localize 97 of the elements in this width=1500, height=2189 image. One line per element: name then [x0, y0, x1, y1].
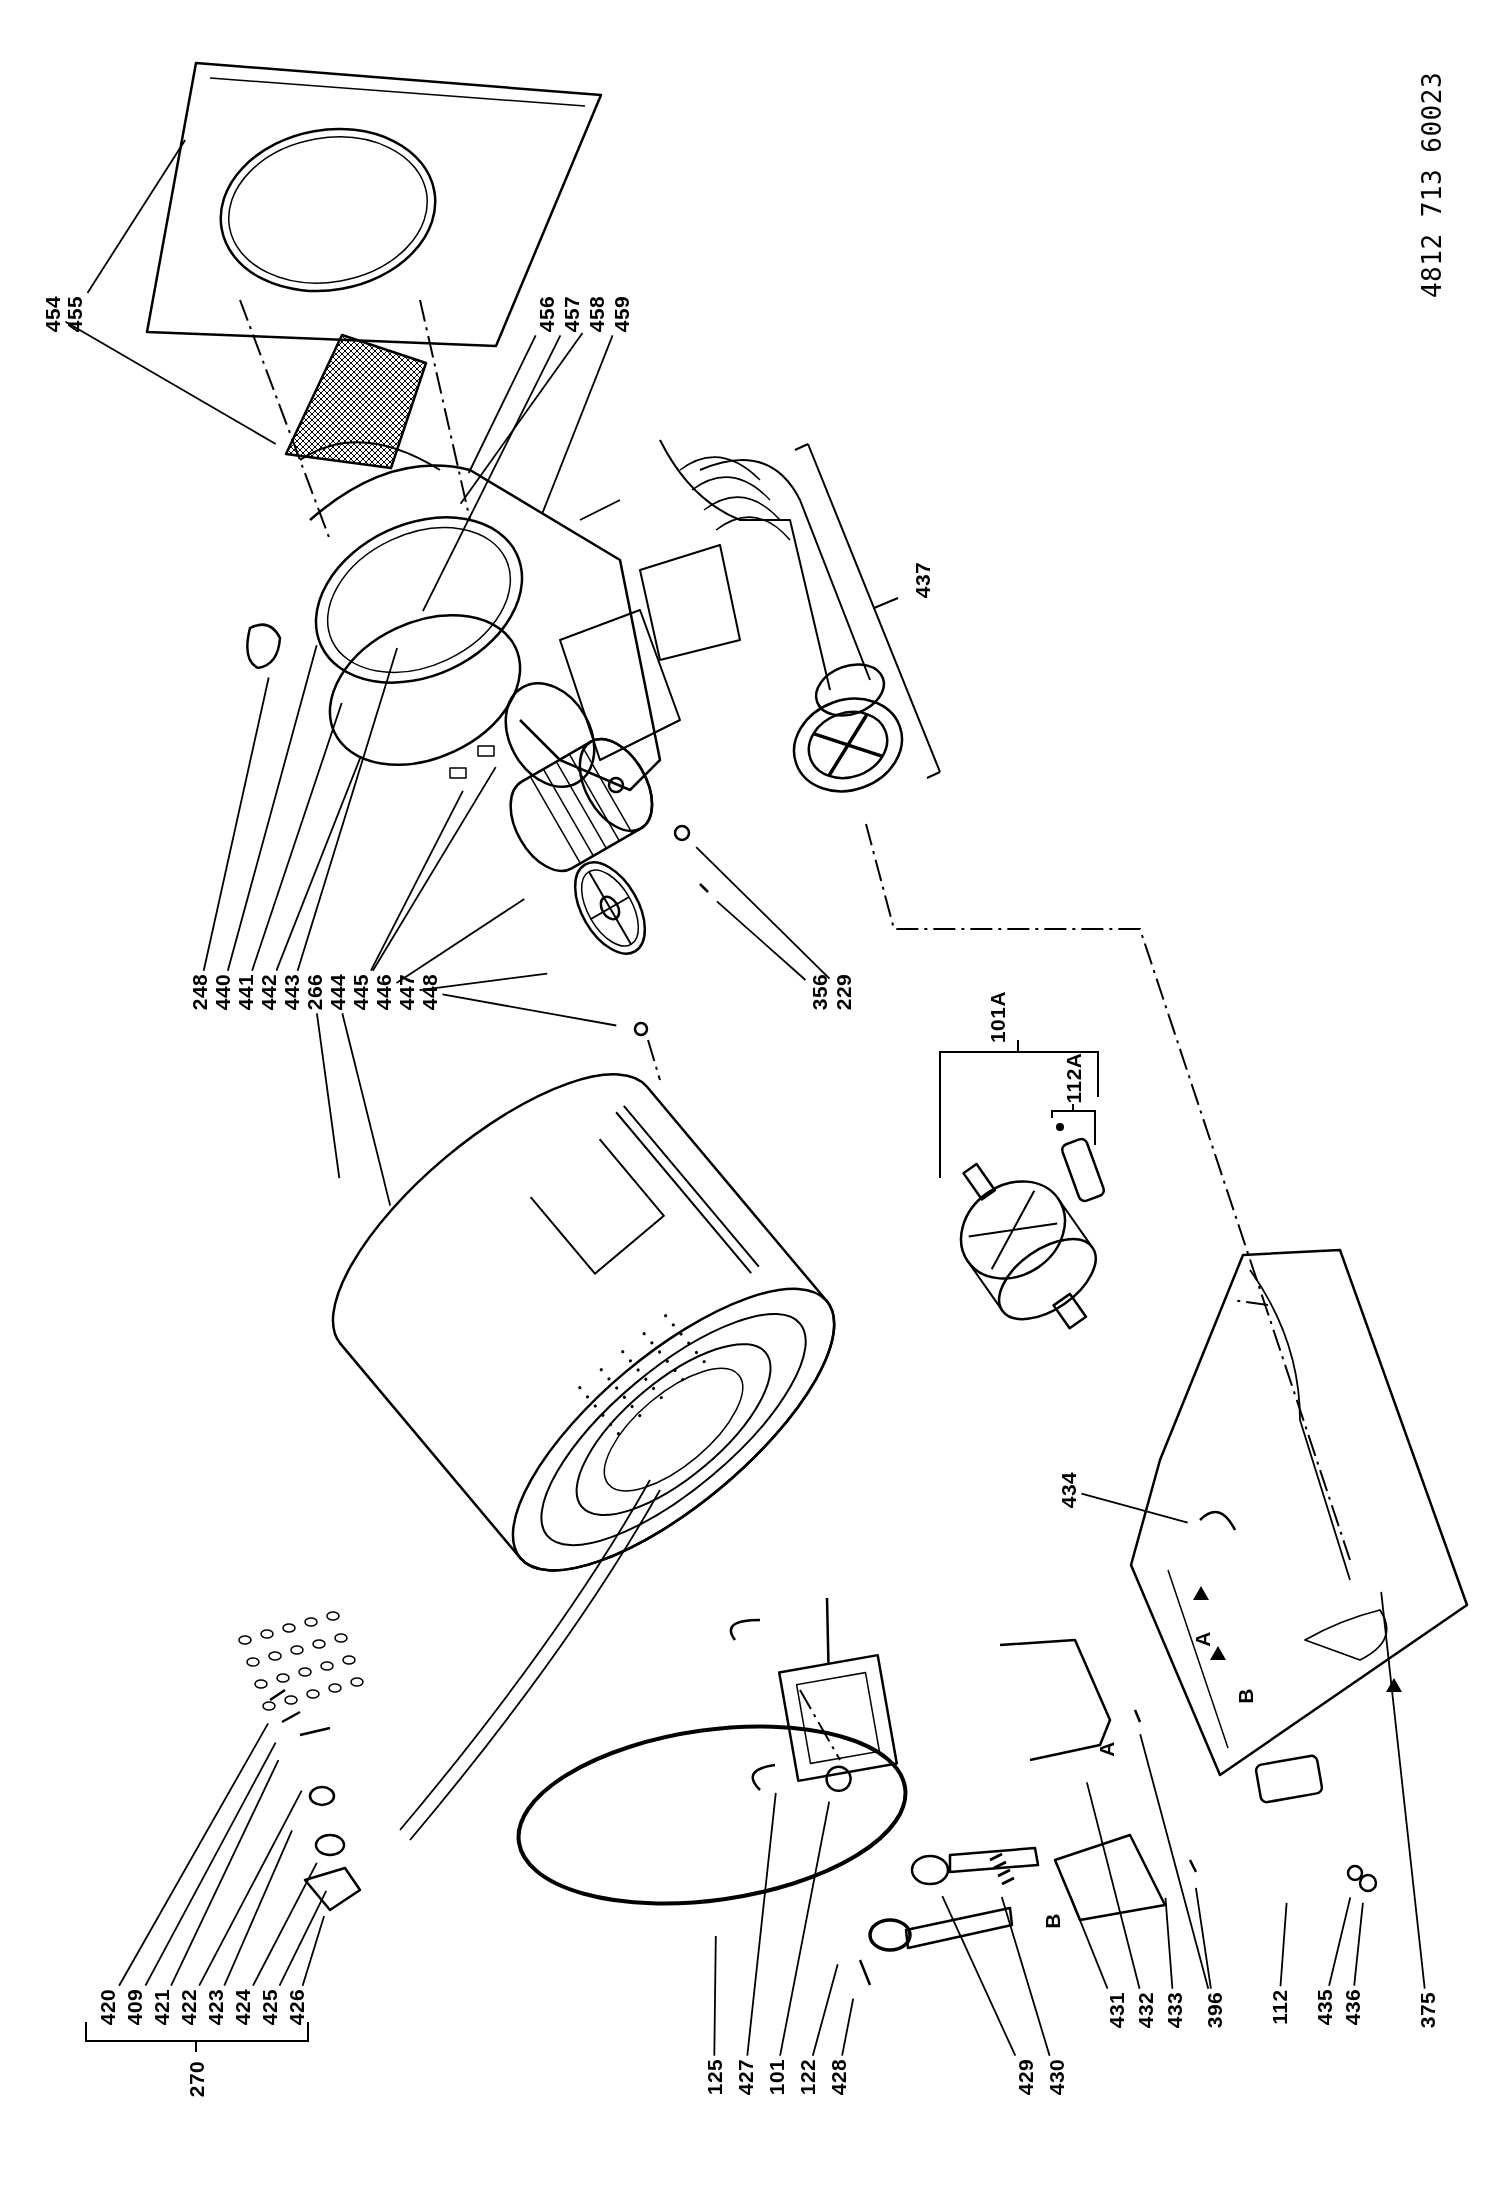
leader-line — [1086, 1781, 1141, 1990]
callout-number: 446 — [372, 973, 394, 1011]
drawing-number: 4812 713 60023 — [1419, 71, 1445, 299]
leader-line — [226, 644, 318, 972]
leader-line — [811, 1963, 839, 2057]
callout-number: 427 — [734, 2058, 756, 2096]
callout-number: 429 — [1014, 2058, 1036, 2096]
leader-line — [841, 1997, 855, 2057]
leader-line — [144, 1741, 277, 1987]
leader-line — [170, 1759, 280, 1987]
callout-number: 459 — [610, 295, 632, 333]
callout-number: 409 — [123, 1988, 145, 2026]
leader-line — [1080, 1492, 1189, 1524]
leader-line — [86, 139, 187, 294]
leader-line — [716, 900, 807, 981]
leader-line — [1353, 1902, 1364, 1987]
callout-number: 266 — [303, 973, 325, 1011]
leader-line — [695, 846, 831, 980]
leader-line — [467, 334, 537, 474]
leader-line — [1000, 1896, 1051, 2057]
leader-line — [941, 1895, 1017, 2057]
leader-line — [202, 676, 270, 972]
callout-number: 425 — [258, 1988, 280, 2026]
leader-line — [1328, 1896, 1352, 1987]
leader-line — [1380, 1591, 1426, 1990]
leader-line — [223, 1829, 293, 1987]
callout-number: 428 — [827, 2058, 849, 2096]
leader-line — [370, 789, 464, 972]
reference-letter: B — [1041, 1913, 1063, 1929]
leader-line — [275, 755, 362, 972]
reference-letter: B — [1234, 1688, 1256, 1704]
leader-line — [198, 1789, 303, 1987]
leader-line — [459, 332, 584, 505]
callout-number: 125 — [703, 2058, 725, 2096]
leader-line — [301, 1915, 325, 1987]
leader-line — [441, 993, 618, 1027]
leader-line — [541, 334, 614, 515]
callout-number: 441 — [234, 973, 256, 1011]
leader-line — [64, 320, 277, 445]
callout-number: 426 — [285, 1988, 307, 2026]
callout-number: 431 — [1105, 1991, 1127, 2029]
callout-number: 424 — [231, 1988, 253, 2026]
callout-number: 122 — [796, 2058, 818, 2096]
leader-line — [713, 1935, 717, 2057]
leader-line — [1139, 1733, 1210, 1990]
callout-number: 445 — [349, 973, 371, 1011]
leader-line — [251, 702, 343, 972]
callout-number: 437 — [911, 561, 933, 599]
callout-number: 443 — [280, 973, 302, 1011]
reference-letter: A — [1095, 1741, 1117, 1757]
callout-number: 112A — [1062, 1052, 1084, 1104]
callout-number: 458 — [585, 295, 607, 333]
callout-number: 423 — [204, 1988, 226, 2026]
callout-number: 112 — [1268, 1989, 1290, 2025]
callout-number: 422 — [177, 1988, 199, 2026]
callout-number: 435 — [1313, 1988, 1335, 2026]
callout-number: 421 — [150, 1988, 172, 2026]
leader-line — [118, 1722, 269, 1987]
callout-number: 442 — [257, 973, 279, 1011]
leader-line — [1164, 1897, 1174, 1990]
leader-line — [746, 1792, 777, 2057]
reference-letter: A — [1191, 1631, 1213, 1647]
leader-line — [395, 898, 526, 984]
callout-number: 433 — [1163, 1991, 1185, 2029]
leader-line — [278, 1890, 328, 1987]
callout-number: 456 — [535, 295, 557, 333]
leader-line — [1279, 1902, 1288, 1988]
leader-line — [341, 1012, 392, 1207]
callout-number: 457 — [560, 295, 582, 333]
callout-number: 356 — [808, 973, 830, 1011]
callout-number: 436 — [1341, 1988, 1363, 2026]
leader-line — [418, 972, 549, 992]
callout-number: 448 — [418, 973, 440, 1011]
leader-line — [296, 647, 398, 972]
callout-number: 420 — [96, 1988, 118, 2026]
callout-number: 248 — [188, 973, 210, 1011]
leader-line — [1195, 1886, 1212, 1990]
callout-number: 447 — [395, 973, 417, 1011]
callout-number: 270 — [185, 2060, 207, 2098]
callout-number: 396 — [1203, 1991, 1225, 2029]
callout-number: 101 — [765, 2058, 787, 2096]
leader-line — [316, 1012, 341, 1180]
callout-number: 229 — [832, 973, 854, 1011]
callout-number: 454 — [41, 295, 63, 333]
leader-line — [422, 334, 562, 612]
callout-number: 101A — [986, 990, 1008, 1044]
leader-line — [371, 766, 497, 972]
leader-line — [779, 1800, 831, 2057]
callout-number: 434 — [1057, 1471, 1079, 1509]
leader-line — [1069, 1895, 1109, 1990]
callout-number: 375 — [1416, 1991, 1438, 2029]
callout-number: 430 — [1045, 2058, 1067, 2096]
callout-number: 432 — [1134, 1991, 1156, 2029]
leader-line — [252, 1861, 318, 1987]
callout-number: 455 — [63, 295, 85, 333]
callout-number: 444 — [326, 973, 348, 1011]
callout-number: 440 — [211, 973, 233, 1011]
